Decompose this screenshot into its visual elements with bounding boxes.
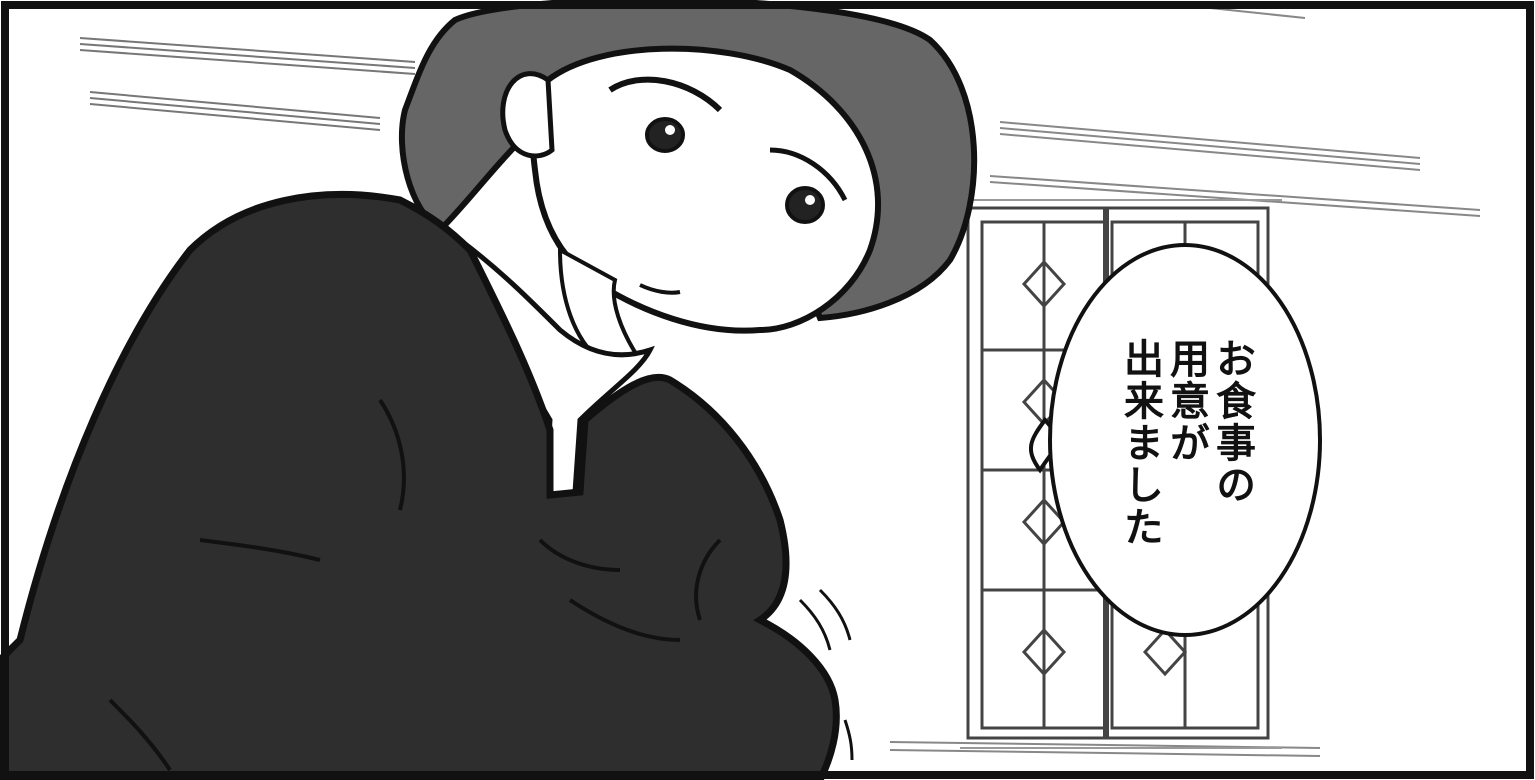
speech-bubble-body (1048, 243, 1322, 637)
dress-folds (108, 398, 722, 772)
mouth (639, 283, 681, 295)
speech-line-1: お食事の (1209, 338, 1255, 506)
speech-bubble (1029, 243, 1322, 637)
dress (0, 190, 840, 780)
arm-motion-marks (798, 588, 854, 761)
speech-line-2: 用意が (1163, 338, 1209, 464)
eyes (608, 76, 848, 224)
motion-lines-left (79, 37, 416, 131)
speech-line-3: 出来ました (1117, 338, 1163, 548)
ear (500, 71, 555, 159)
face (529, 45, 881, 334)
speech-bubble-text: お食事の 用意が 出来ました (1086, 338, 1286, 598)
